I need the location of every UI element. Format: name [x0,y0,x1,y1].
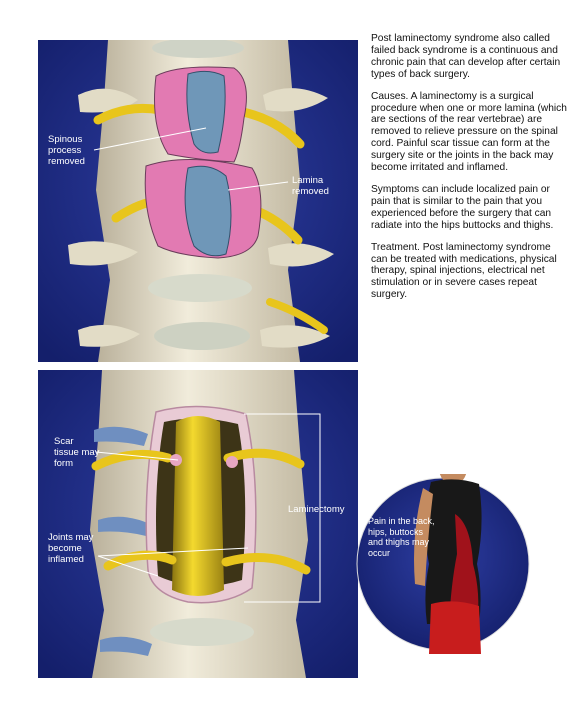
symptoms-paragraph: Symptoms can include localized pain or p… [371,183,554,231]
spine-top-artwork [38,40,358,362]
intro-paragraph: Post laminectomy syndrome also called fa… [371,33,561,80]
treatment-paragraph: Treatment. Post laminectomy syndrome can… [371,241,557,301]
causes-paragraph: Causes. A laminectomy is a surgical proc… [371,90,567,174]
joints-inflamed-label: Joints may become inflamed [48,532,94,565]
pain-figure-circle [345,447,541,654]
spine-illustration-bottom: Scar tissue may form Joints may become i… [38,370,358,678]
article-text: Post laminectomy syndrome also called fa… [371,33,567,311]
spinous-process-label: Spinous process removed [48,134,85,167]
laminectomy-label: Laminectomy [288,504,345,515]
spine-illustration-top: Spinous process removed Lamina removed [38,40,358,362]
lamina-removed-label: Lamina removed [292,175,329,197]
pain-label: Pain in the back, hips, buttocks and thi… [368,516,435,558]
pain-figure-artwork [356,447,530,654]
spine-bottom-artwork [38,370,358,678]
scar-tissue-label: Scar tissue may form [54,436,100,469]
